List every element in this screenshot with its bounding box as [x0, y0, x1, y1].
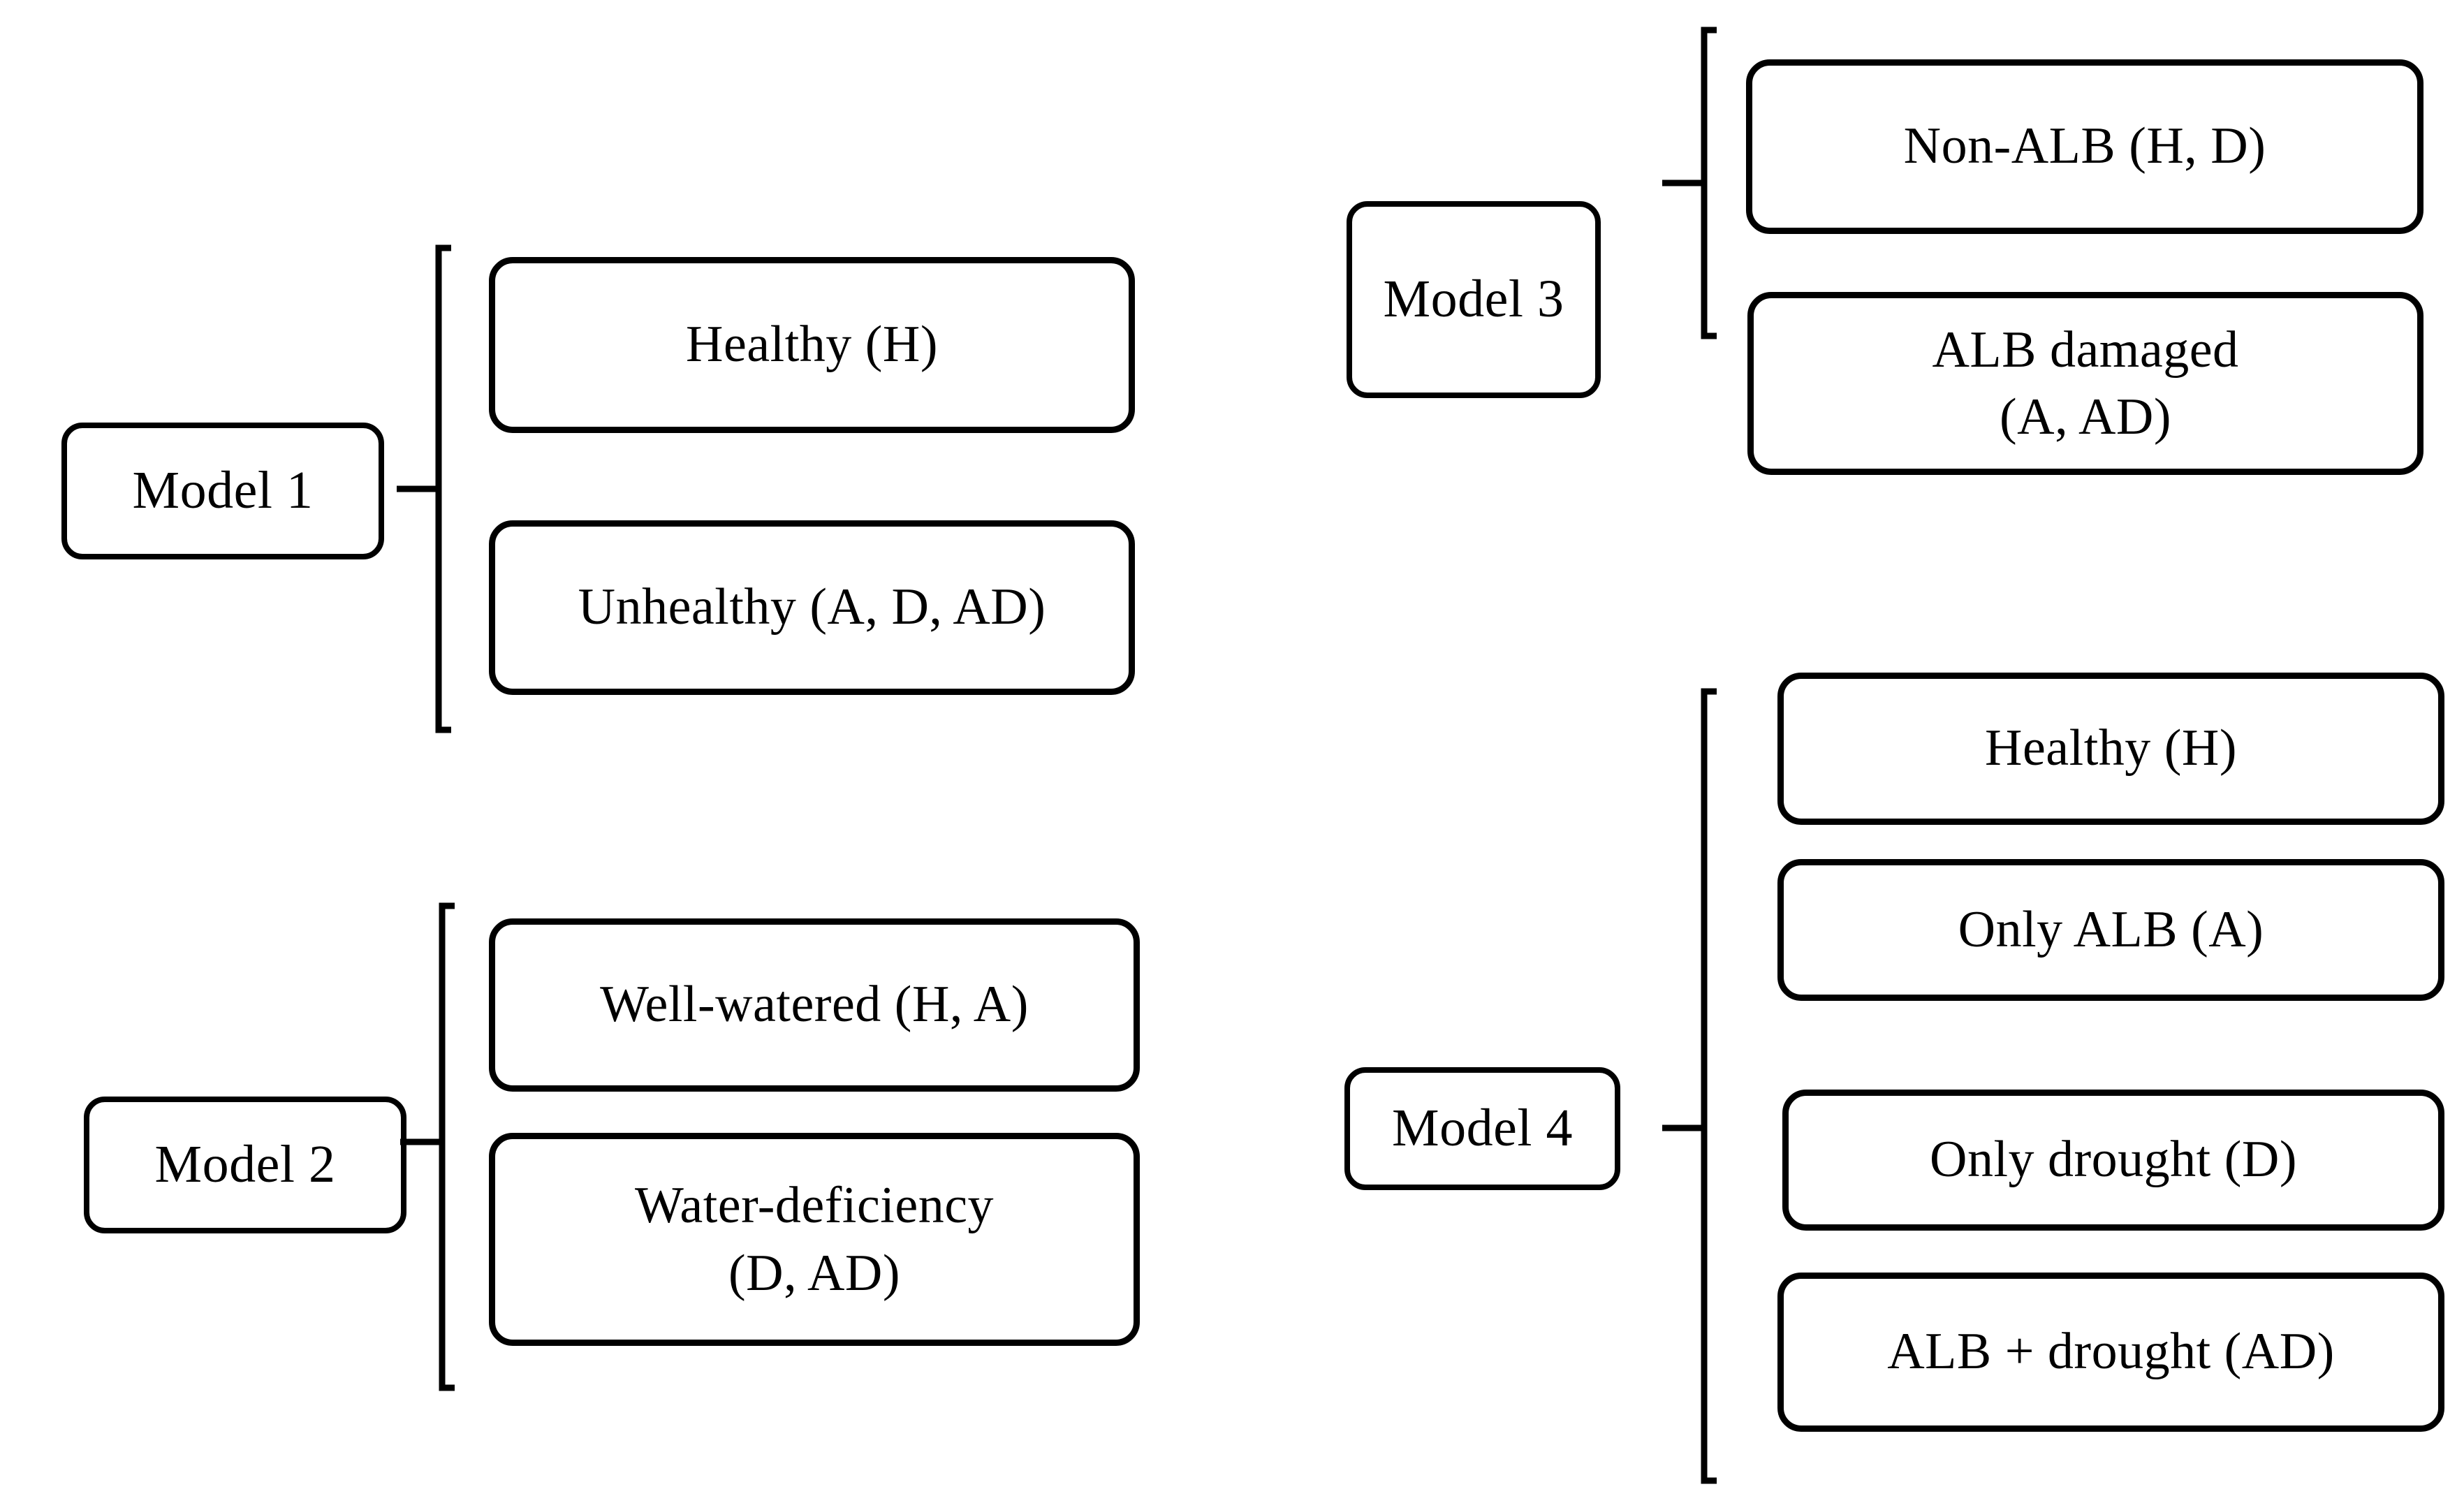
model-1-class-0-box: Healthy (H) [489, 257, 1135, 433]
model-4-class-1-label: Only ALB (A) [1958, 900, 2264, 958]
model-4-class-3-label: ALB + drought (AD) [1887, 1323, 2335, 1381]
model-2-class-0-box: Well-watered (H, A) [489, 918, 1140, 1092]
model-1-root-box: Model 1 [61, 423, 384, 559]
model-3-class-0-box: Non-ALB (H, D) [1746, 59, 2423, 234]
model-3-class-0-label: Non-ALB (H, D) [1903, 117, 2266, 175]
model-1-class-1-box: Unhealthy (A, D, AD) [489, 520, 1135, 695]
model-4-root-label: Model 4 [1392, 1099, 1573, 1158]
model-4-class-1-box: Only ALB (A) [1777, 859, 2444, 1001]
model-1-root-label: Model 1 [132, 461, 314, 520]
model-2-root-label: Model 2 [154, 1135, 336, 1194]
model-3-class-1-label: ALB damaged (A, AD) [1932, 321, 2239, 446]
model-4-class-2-label: Only drought (D) [1930, 1131, 2297, 1189]
model-2-bracket [395, 902, 457, 1391]
model-4-bracket [1657, 688, 1719, 1484]
model-2-root-box: Model 2 [84, 1097, 406, 1233]
model-1-class-0-label: Healthy (H) [686, 316, 938, 374]
model-1-bracket [391, 244, 454, 733]
model-2-class-1-box: Water-deficiency (D, AD) [489, 1133, 1140, 1346]
model-4-class-3-box: ALB + drought (AD) [1777, 1273, 2444, 1432]
model-3-root-label: Model 3 [1383, 270, 1564, 329]
model-4-class-0-label: Healthy (H) [1985, 719, 2237, 777]
model-3-class-1-box: ALB damaged (A, AD) [1747, 292, 2423, 475]
model-4-class-2-box: Only drought (D) [1782, 1090, 2444, 1231]
model-2-class-0-label: Well-watered (H, A) [600, 976, 1029, 1034]
model-3-root-box: Model 3 [1347, 201, 1601, 398]
model-3-bracket [1657, 27, 1719, 339]
model-4-root-box: Model 4 [1344, 1067, 1620, 1190]
model-1-class-1-label: Unhealthy (A, D, AD) [578, 578, 1046, 636]
model-2-class-1-label: Water-deficiency (D, AD) [634, 1177, 995, 1302]
model-4-class-0-box: Healthy (H) [1777, 673, 2444, 825]
